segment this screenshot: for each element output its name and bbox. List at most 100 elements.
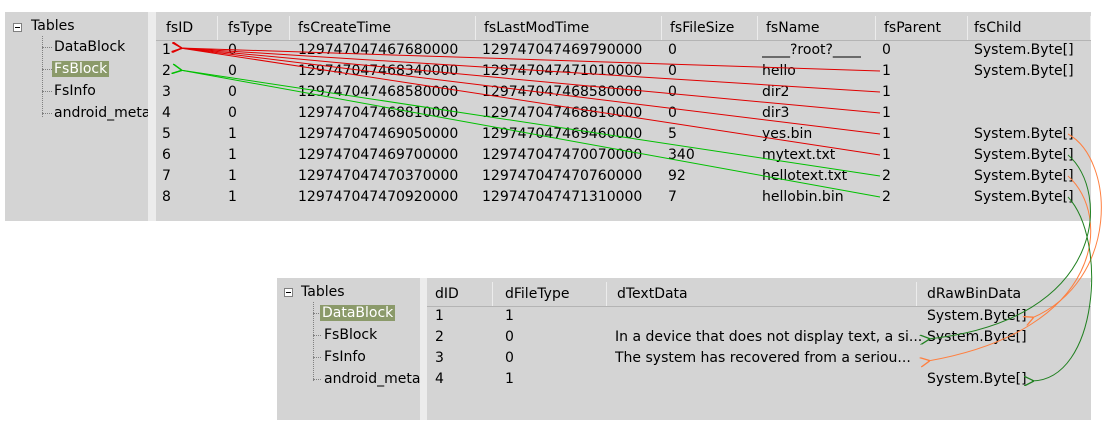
tree-item-android-metadata[interactable]: android_metadata [324,371,420,387]
cell-dtextdata[interactable]: In a device that does not display text, … [615,329,923,345]
tree-item-fsblock[interactable]: FsBlock [324,327,378,343]
cell-fscreatetime[interactable]: 129747047467680000 [298,42,459,58]
cell-fschild[interactable]: System.Byte[] [974,126,1074,142]
tree-item-datablock[interactable]: DataBlock [54,39,126,55]
cell-fsid[interactable]: 1 [162,42,171,58]
cell-dfiletype[interactable]: 1 [505,308,514,324]
col-header-fsfilesize[interactable]: fsFileSize [664,16,758,40]
cell-fstype[interactable]: 0 [228,63,237,79]
tree-item-fsblock[interactable]: FsBlock [52,61,110,77]
cell-fsfilesize[interactable]: 5 [668,126,677,142]
cell-fslastmodtime[interactable]: 129747047469790000 [482,42,643,58]
table-row[interactable]: 6 1 129747047469700000 129747047470070000 34… [156,145,1091,166]
cell-fsparent[interactable]: 1 [882,105,891,121]
cell-fsid[interactable]: 8 [162,189,171,205]
cell-fsparent[interactable]: 2 [882,168,891,184]
cell-fslastmodtime[interactable]: 129747047468810000 [482,105,643,121]
cell-fschild[interactable]: System.Byte[] [974,63,1074,79]
cell-fsname[interactable]: dir2 [762,84,790,100]
cell-fsname[interactable]: hello [762,63,796,79]
cell-fschild[interactable]: System.Byte[] [974,147,1074,163]
cell-fsid[interactable]: 3 [162,84,171,100]
cell-drawbindata[interactable]: System.Byte[] [927,329,1027,345]
col-header-fslastmodtime[interactable]: fsLastModTime [478,16,662,40]
cell-fsid[interactable]: 4 [162,105,171,121]
cell-fslastmodtime[interactable]: 129747047471010000 [482,63,643,79]
col-header-dtextdata[interactable]: dTextData [611,282,917,306]
cell-fschild[interactable]: System.Byte[] [974,42,1074,58]
tree-collapse-icon[interactable] [13,23,22,32]
cell-drawbindata[interactable]: System.Byte[] [927,308,1027,324]
cell-fslastmodtime[interactable]: 129747047470760000 [482,168,643,184]
cell-fsname[interactable]: dir3 [762,105,790,121]
top-tree-pane[interactable]: Tables DataBlock FsBlock FsInfo android_… [5,12,148,221]
cell-fsname[interactable]: yes.bin [762,126,813,142]
cell-fstype[interactable]: 1 [228,189,237,205]
cell-dfiletype[interactable]: 1 [505,371,514,387]
cell-fscreatetime[interactable]: 129747047469050000 [298,126,459,142]
tree-root-tables[interactable]: Tables [31,18,75,34]
cell-fslastmodtime[interactable]: 129747047468580000 [482,84,643,100]
cell-drawbindata[interactable]: System.Byte[] [927,371,1027,387]
col-header-fschild[interactable]: fsChild [968,16,1091,40]
cell-fschild[interactable]: System.Byte[] [974,189,1074,205]
cell-fscreatetime[interactable]: 129747047470370000 [298,168,459,184]
tree-item-fsinfo[interactable]: FsInfo [54,83,96,99]
cell-fsfilesize[interactable]: 7 [668,189,677,205]
col-header-fsname[interactable]: fsName [760,16,876,40]
cell-dtextdata[interactable]: The system has recovered from a seriou..… [615,350,911,366]
cell-fsid[interactable]: 6 [162,147,171,163]
cell-fsid[interactable]: 2 [162,63,171,79]
cell-fscreatetime[interactable]: 129747047468340000 [298,63,459,79]
cell-fsparent[interactable]: 2 [882,189,891,205]
cell-fsid[interactable]: 7 [162,168,171,184]
cell-fsname[interactable]: hellotext.txt [762,168,848,184]
col-header-did[interactable]: dID [429,282,493,306]
col-header-fscreatetime[interactable]: fsCreateTime [292,16,476,40]
bottom-splitter[interactable] [420,278,427,420]
tree-item-fsinfo[interactable]: FsInfo [324,349,366,365]
table-row[interactable]: 1 1 System.Byte[] [427,306,1091,327]
cell-fsname[interactable]: ____?root?____ [762,42,861,58]
col-header-fsparent[interactable]: fsParent [878,16,968,40]
tree-root-tables[interactable]: Tables [301,284,345,300]
cell-fsfilesize[interactable]: 340 [668,147,695,163]
cell-fsfilesize[interactable]: 0 [668,63,677,79]
cell-fscreatetime[interactable]: 129747047470920000 [298,189,459,205]
table-row[interactable]: 2 0 129747047468340000 129747047471010000 0 h… [156,61,1091,82]
cell-fsid[interactable]: 5 [162,126,171,142]
col-header-drawbindata[interactable]: dRawBinData [921,282,1091,306]
cell-fsname[interactable]: mytext.txt [762,147,836,163]
cell-fsfilesize[interactable]: 92 [668,168,686,184]
col-header-dfiletype[interactable]: dFileType [499,282,607,306]
top-splitter[interactable] [148,12,156,221]
cell-fsparent[interactable]: 1 [882,147,891,163]
cell-fsfilesize[interactable]: 0 [668,84,677,100]
cell-fsparent[interactable]: 1 [882,126,891,142]
col-header-fsid[interactable]: fsID [160,16,218,40]
cell-fscreatetime[interactable]: 129747047468810000 [298,105,459,121]
cell-fslastmodtime[interactable]: 129747047470070000 [482,147,643,163]
col-header-fstype[interactable]: fsType [222,16,290,40]
cell-fsparent[interactable]: 1 [882,63,891,79]
cell-fsfilesize[interactable]: 0 [668,42,677,58]
cell-fstype[interactable]: 0 [228,84,237,100]
cell-did[interactable]: 2 [435,329,444,345]
cell-did[interactable]: 4 [435,371,444,387]
cell-did[interactable]: 1 [435,308,444,324]
cell-fslastmodtime[interactable]: 129747047471310000 [482,189,643,205]
cell-fstype[interactable]: 0 [228,105,237,121]
cell-fstype[interactable]: 1 [228,168,237,184]
table-row[interactable]: 4 1 System.Byte[] [427,369,1091,390]
cell-fsparent[interactable]: 1 [882,84,891,100]
cell-fscreatetime[interactable]: 129747047469700000 [298,147,459,163]
cell-fstype[interactable]: 1 [228,147,237,163]
cell-did[interactable]: 3 [435,350,444,366]
